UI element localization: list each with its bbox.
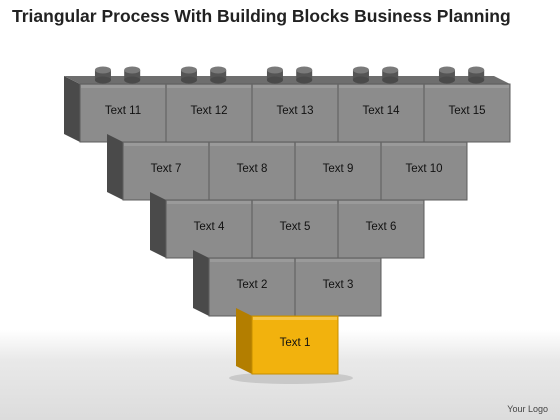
block-row-2: Text 7 Text 8 Text 9 Text 10 (107, 134, 468, 201)
stud-body (468, 70, 485, 80)
stud-cap (266, 66, 283, 74)
stud-body (210, 70, 227, 80)
block (79, 83, 167, 143)
stud-body (124, 70, 141, 80)
page-title: Triangular Process With Building Blocks … (12, 6, 511, 26)
stud-body (180, 70, 197, 80)
block-sheen (296, 143, 380, 146)
stud-base (124, 76, 141, 84)
block-sheen (339, 85, 423, 88)
highlighted-block (251, 315, 339, 375)
block-sheen (253, 85, 337, 88)
block-sheen (210, 143, 294, 146)
block-side (150, 192, 166, 258)
block-sheen (339, 201, 423, 204)
stud-body (296, 70, 313, 80)
stud-cap (352, 66, 369, 74)
block-label: Text 12 (190, 105, 227, 117)
block (165, 199, 253, 259)
block-label: Text 2 (237, 279, 268, 291)
block-side (193, 250, 209, 316)
block-row-3: Text 4 Text 5 Text 6 (150, 192, 425, 259)
block-label: Text 6 (366, 221, 397, 233)
stud-cap (296, 66, 313, 74)
block (251, 83, 339, 143)
stud-base (296, 76, 313, 84)
floor-shadow (229, 372, 353, 384)
block-sheen (210, 259, 294, 262)
stud-base (94, 76, 111, 84)
block-label: Text 11 (105, 105, 141, 117)
stud-base (438, 76, 455, 84)
block-label: Text 8 (237, 163, 268, 175)
block-label: Text 9 (323, 163, 354, 175)
stud-body (382, 70, 399, 80)
block-row-5: Text 1 (236, 308, 339, 375)
block-label: Text 5 (280, 221, 311, 233)
stud-body (352, 70, 369, 80)
stud-cap (94, 66, 111, 74)
block-label: Text 10 (405, 163, 442, 175)
block-row-1: Text 11 Text 12 Text 13 Text 14 Text 15 (64, 76, 511, 143)
stud-cap (180, 66, 197, 74)
block-label: Text 1 (280, 337, 311, 349)
stud-body (94, 70, 111, 80)
stud-base (210, 76, 227, 84)
block (294, 141, 382, 201)
stud-base (180, 76, 197, 84)
stud-body (266, 70, 283, 80)
block-sheen (296, 259, 380, 262)
stud-base (352, 76, 369, 84)
block-row-4: Text 2 Text 3 (193, 250, 382, 317)
block-label: Text 13 (276, 105, 313, 117)
block-sheen (167, 201, 251, 204)
stud-cap (124, 66, 141, 74)
block-top (64, 76, 510, 84)
stud-body (438, 70, 455, 80)
block-sheen (425, 85, 509, 88)
block-label: Text 14 (362, 105, 400, 117)
block-sheen (124, 143, 208, 146)
block-sheen (253, 317, 337, 320)
stud-base (266, 76, 283, 84)
stud-cap (438, 66, 455, 74)
block (380, 141, 468, 201)
logo-text: Your Logo (507, 404, 548, 414)
block-label: Text 3 (323, 279, 354, 291)
block (337, 83, 425, 143)
block-side (107, 134, 123, 200)
block-sheen (253, 201, 337, 204)
block-label: Text 7 (151, 163, 182, 175)
stud-base (468, 76, 485, 84)
stud-cap (468, 66, 485, 74)
block (294, 257, 382, 317)
block (208, 257, 296, 317)
block-sheen (167, 85, 251, 88)
block-side (64, 76, 80, 142)
block (423, 83, 511, 143)
block-label: Text 4 (194, 221, 225, 233)
stud-base (382, 76, 399, 84)
block-sheen (81, 85, 165, 88)
block (251, 199, 339, 259)
stud-cap (210, 66, 227, 74)
block-side (236, 308, 252, 374)
stud-cap (382, 66, 399, 74)
block-label: Text 15 (448, 105, 485, 117)
block-sheen (382, 143, 466, 146)
